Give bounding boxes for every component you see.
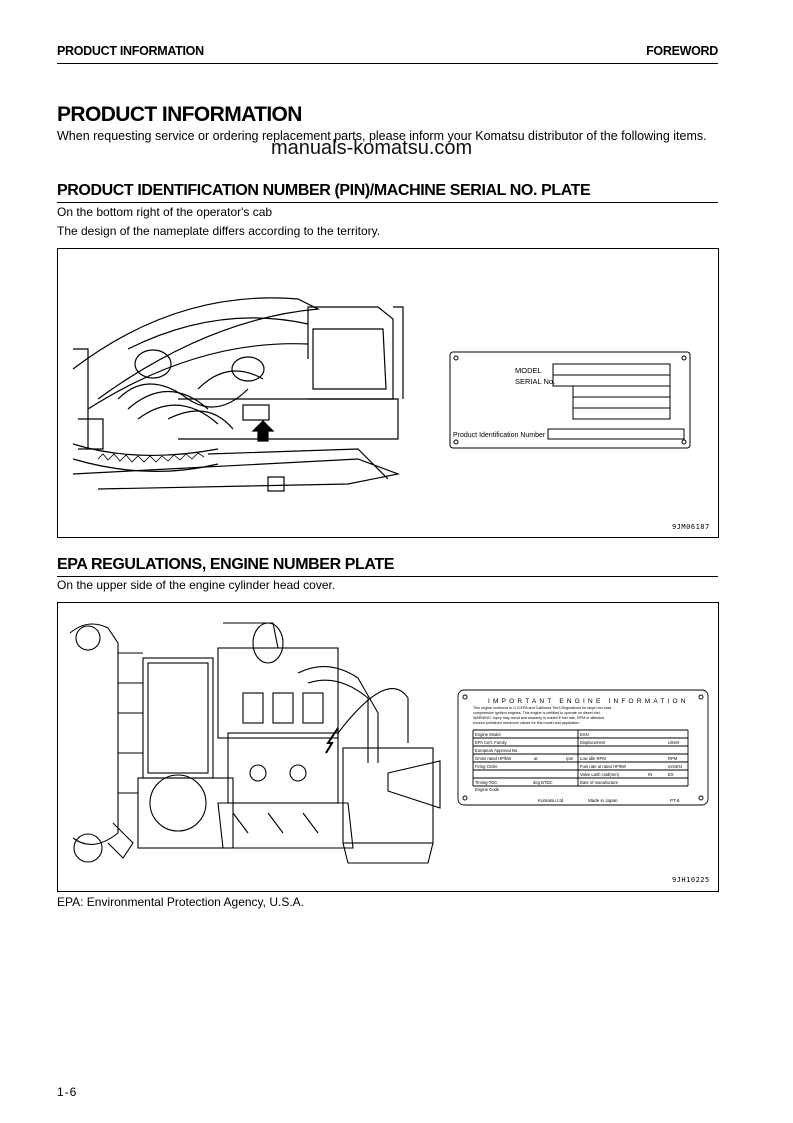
- engine-plate-notice: exceed published maximum values for this…: [473, 721, 579, 725]
- plate-pin-label: Product Identification Number: [453, 432, 546, 439]
- engine-plate-title: IMPORTANT ENGINE INFORMATION: [488, 698, 689, 705]
- figure-pin-plate: MODEL SERIAL No. Product Identification …: [57, 248, 719, 538]
- engine-plate-field: Engine Code: [475, 787, 500, 792]
- engine-plate-field: Displacement: [580, 740, 606, 745]
- intro-paragraph: When requesting service or ordering repl…: [57, 129, 707, 143]
- engine-plate-field: Gross rated HP/kW: [475, 756, 511, 761]
- engine-plate-field: European Approval No.: [475, 748, 518, 753]
- pin-plate-location: On the bottom right of the operator's ca…: [57, 205, 273, 219]
- pin-plate-note: The design of the nameplate differs acco…: [57, 224, 381, 238]
- engine-plate-origin: Made in Japan: [588, 798, 618, 803]
- engine-plate-field: at: [534, 756, 538, 761]
- running-header-chapter: FOREWORD: [646, 44, 718, 58]
- engine-plate-code: PT-6: [670, 798, 680, 803]
- engine-plate-field: Firing Order: [475, 764, 498, 769]
- engine-plate-field: ESN: [580, 732, 589, 737]
- epa-plate-location: On the upper side of the engine cylinder…: [57, 578, 336, 592]
- engine-plate-field: Date of manufacture: [580, 780, 619, 785]
- engine-illustration: IMPORTANT ENGINE INFORMATION This engine…: [69, 622, 709, 864]
- section-divider: [57, 576, 718, 577]
- engine-plate-field: rpm: [566, 756, 574, 761]
- figure-code-pin: 9JM06187: [672, 523, 710, 531]
- engine-plate-field: Low idle RPM: [580, 756, 606, 761]
- engine-plate-field: Timing-TDC: [475, 780, 497, 785]
- figure-code-epa: 9JH10225: [672, 876, 710, 884]
- engine-plate-field: IN: [648, 772, 652, 777]
- engine-plate-field: Fuel rate at rated HP/kW: [580, 764, 626, 769]
- figure-epa-plate: IMPORTANT ENGINE INFORMATION This engine…: [57, 602, 719, 892]
- excavator-cab-illustration: MODEL SERIAL No. Product Identification …: [72, 297, 691, 492]
- section-heading-pin-plate: PRODUCT IDENTIFICATION NUMBER (PIN)/MACH…: [57, 182, 591, 199]
- engine-plate-notice: This engine conforms to U.S.EPA and Cali…: [473, 706, 611, 710]
- watermark-text: manuals-komatsu.com: [271, 137, 473, 159]
- section-divider: [57, 202, 718, 203]
- engine-plate-field: Litters: [668, 740, 679, 745]
- page-number: 1-6: [57, 1085, 78, 1099]
- plate-serial-label: SERIAL No.: [515, 377, 555, 386]
- section-heading-epa-plate: EPA REGULATIONS, ENGINE NUMBER PLATE: [57, 556, 395, 573]
- engine-plate-field: mm3/st: [668, 764, 683, 769]
- engine-plate-field: Valve Lash cold(mm): [580, 772, 620, 777]
- page-title: PRODUCT INFORMATION: [57, 103, 302, 126]
- plate-model-label: MODEL: [515, 366, 542, 375]
- running-header-section: PRODUCT INFORMATION: [57, 44, 204, 58]
- engine-plate-maker: Komatsu Ltd: [538, 798, 564, 803]
- engine-plate-field: EX: [668, 772, 674, 777]
- header-divider: [57, 63, 718, 64]
- epa-footnote: EPA: Environmental Protection Agency, U.…: [57, 895, 305, 909]
- engine-plate-field: deg BTDC: [533, 780, 553, 785]
- engine-plate-field: RPM: [668, 756, 678, 761]
- engine-plate-notice: compression ignition engines. This engin…: [473, 711, 601, 715]
- engine-plate-field: Engine Model: [475, 732, 501, 737]
- engine-plate-field: EPA Cert. Family: [475, 740, 507, 745]
- engine-plate-notice: WARNING: Injury may result and warranty …: [473, 716, 604, 720]
